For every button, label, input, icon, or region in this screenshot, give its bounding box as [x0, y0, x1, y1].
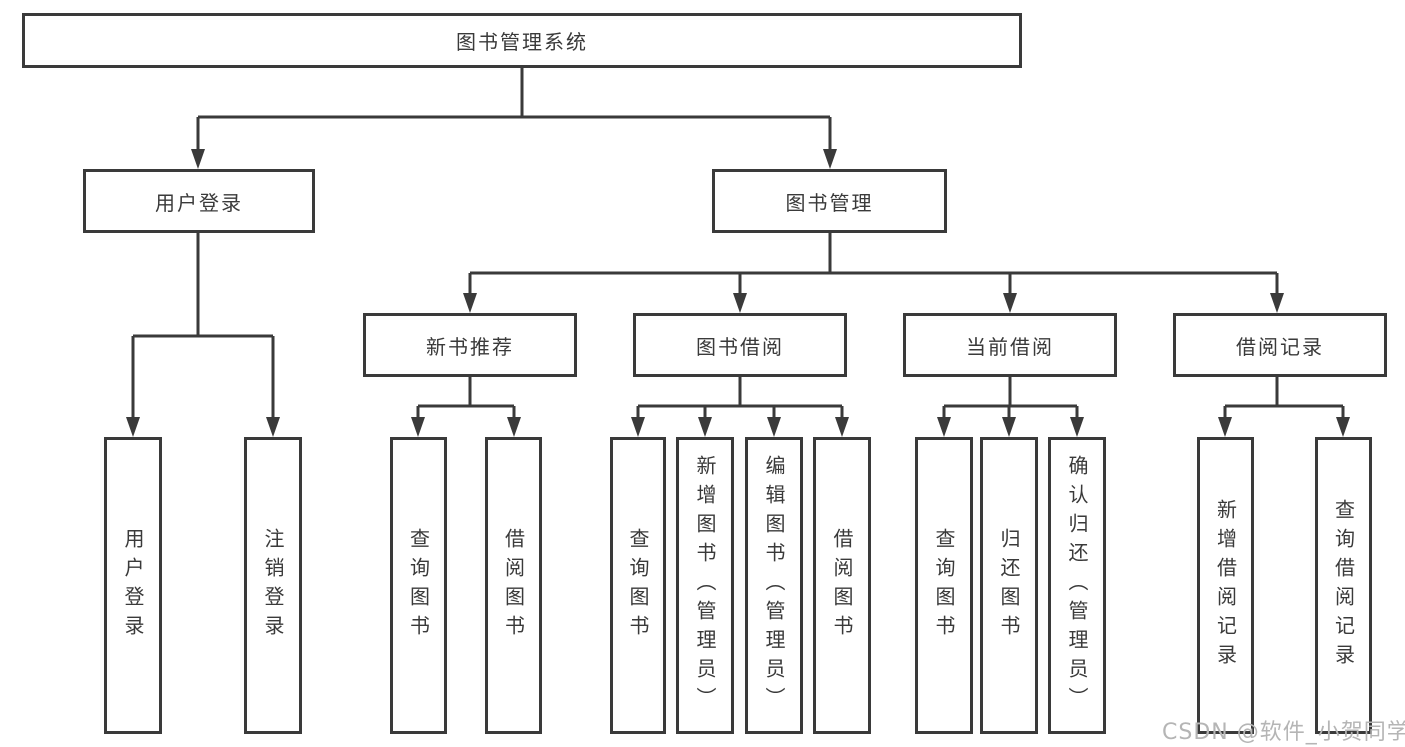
- leaf-user-login: 用户登录: [104, 437, 162, 734]
- node-user-login: 用户登录: [83, 169, 315, 233]
- leaf-query-books-newbook-label: 查询图书: [406, 527, 431, 644]
- leaf-query-books-current-label: 查询图书: [932, 527, 956, 644]
- leaf-confirm-return-admin: 确认归还（管理员）: [1048, 437, 1106, 734]
- node-user-login-label: 用户登录: [155, 190, 243, 215]
- leaf-borrow-books-label: 借阅图书: [830, 527, 854, 644]
- leaf-logout-label: 注销登录: [261, 527, 285, 644]
- node-root: 图书管理系统: [22, 13, 1022, 68]
- leaf-add-books-admin-label: 新增图书（管理员）: [693, 455, 717, 716]
- leaf-query-books-current: 查询图书: [915, 437, 973, 734]
- node-current-borrow: 当前借阅: [903, 313, 1117, 377]
- node-new-book-recommend: 新书推荐: [363, 313, 577, 377]
- node-book-borrow-label: 图书借阅: [696, 334, 784, 359]
- node-root-label: 图书管理系统: [456, 30, 588, 54]
- leaf-user-login-label: 用户登录: [121, 527, 145, 644]
- leaf-add-books-admin: 新增图书（管理员）: [676, 437, 734, 734]
- node-book-management: 图书管理: [712, 169, 947, 233]
- leaf-query-books-borrow: 查询图书: [610, 437, 666, 734]
- leaf-borrow-books: 借阅图书: [813, 437, 871, 734]
- node-book-management-label: 图书管理: [785, 190, 874, 215]
- csdn-watermark: CSDN @软件_小贺同学: [1162, 720, 1405, 745]
- leaf-edit-books-admin: 编辑图书（管理员）: [745, 437, 803, 734]
- node-borrow-record: 借阅记录: [1173, 313, 1387, 377]
- leaf-query-books-newbook: 查询图书: [390, 437, 447, 734]
- leaf-logout: 注销登录: [244, 437, 302, 734]
- leaf-borrow-books-newbook-label: 借阅图书: [501, 527, 526, 644]
- leaf-query-borrow-record: 查询借阅记录: [1315, 437, 1372, 734]
- leaf-query-books-borrow-label: 查询图书: [626, 527, 650, 644]
- leaf-edit-books-admin-label: 编辑图书（管理员）: [762, 455, 786, 716]
- node-book-borrow: 图书借阅: [633, 313, 847, 377]
- leaf-add-borrow-record-label: 新增借阅记录: [1213, 498, 1238, 673]
- leaf-confirm-return-admin-label: 确认归还（管理员）: [1065, 455, 1089, 716]
- leaf-return-books-label: 归还图书: [997, 527, 1021, 644]
- leaf-return-books: 归还图书: [980, 437, 1038, 734]
- leaf-add-borrow-record: 新增借阅记录: [1197, 437, 1254, 734]
- node-new-book-recommend-label: 新书推荐: [426, 334, 514, 359]
- leaf-borrow-books-newbook: 借阅图书: [485, 437, 542, 734]
- node-borrow-record-label: 借阅记录: [1236, 334, 1324, 359]
- leaf-query-borrow-record-label: 查询借阅记录: [1331, 498, 1356, 673]
- node-current-borrow-label: 当前借阅: [966, 334, 1054, 359]
